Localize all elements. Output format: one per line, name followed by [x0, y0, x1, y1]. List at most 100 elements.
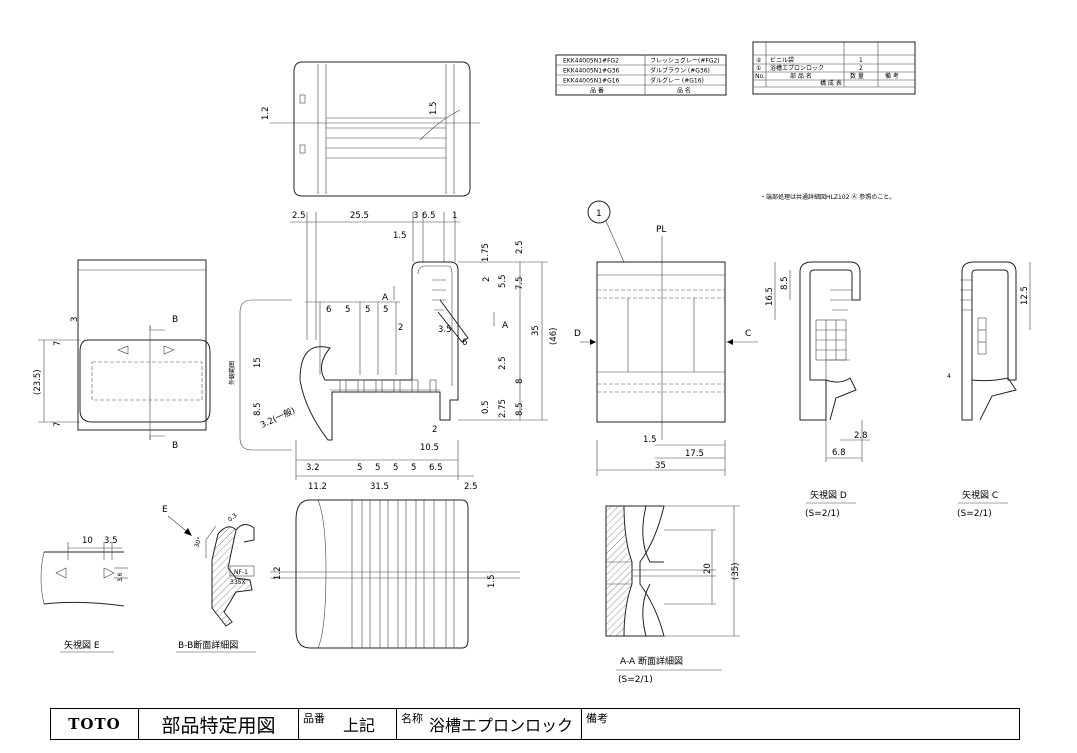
right-view: 1 PL D C 1.5 17.5 35	[574, 200, 758, 476]
name-value: 浴槽エプロンロック	[429, 716, 574, 735]
section-bb: E NF-1 335X 30° 0.3 B-B断面詳細図	[162, 505, 256, 653]
comp-row-1-name: 浴槽エプロンロック	[770, 64, 824, 72]
dim-0-3: 0.3	[227, 512, 239, 524]
dim-6-5-b: 6.5	[429, 463, 443, 473]
dim-1-2-upper: 1.2	[261, 106, 271, 120]
marker-b-top: B	[172, 315, 178, 325]
dim-7-left-b: 7	[53, 422, 63, 427]
parts-footer-no: 品 番	[590, 88, 604, 95]
title-block: TOTO 部品特定用図 品番 上記 名称 浴槽エプロンロック 備考	[50, 708, 1020, 740]
dim-3-left: 3	[70, 317, 80, 322]
dim-3-5-b: 3.5	[104, 536, 118, 546]
dim-11-2: 11.2	[308, 482, 327, 492]
dim-1-top: 1	[452, 211, 457, 221]
dim-4: 4	[947, 373, 951, 380]
dim-5-b: 5	[365, 305, 370, 315]
dim-8-5-b: 8.5	[515, 402, 525, 416]
label-appearance-range: 外観範囲	[228, 361, 236, 385]
label-scale-aa: (S=2/1)	[618, 675, 653, 685]
dim-7-left-a: 7	[53, 341, 63, 346]
comp-header-no: No.	[755, 73, 765, 80]
parts-row-1-no: EKK44005N1#FG2	[563, 58, 619, 65]
remarks-label: 備考	[586, 712, 608, 725]
comp-header-qty: 数 量	[850, 72, 864, 80]
dim-8-5-c: 8.5	[780, 276, 790, 290]
view-c: 12.5 4 矢視図 C (S=2/1)	[947, 261, 1031, 519]
parts-row-2-name: ダルブラウン (#G36)	[650, 67, 710, 75]
parts-footer-name: 品 名	[677, 87, 691, 95]
label-view-d: 矢視図 D	[810, 489, 847, 501]
name-label: 名称	[401, 712, 423, 725]
label-view-e: 矢視図 E	[64, 639, 100, 651]
dim-1-5-c: 1.5	[643, 435, 657, 445]
dim-6-a: 6	[326, 305, 331, 315]
dim-20: 20	[703, 563, 713, 574]
parts-row-3-name: ダルグレー (#G16)	[650, 77, 704, 85]
balloon-1: 1	[596, 209, 602, 219]
marker-a-top: A	[382, 293, 389, 303]
dim-5-d: 5	[357, 463, 362, 473]
top-view-upper: 1.2 1.5	[261, 61, 480, 197]
marker-a-bottom: A	[502, 321, 509, 331]
parts-table: EKK44005N1#FG2 フレッシュグレー(#FG2) EKK44005N1…	[555, 54, 727, 96]
dim-2-c: 2	[432, 425, 437, 435]
dim-5-5: 5.5	[498, 274, 508, 288]
part-number-value: 上記	[343, 716, 376, 735]
processing-note: ・端部処理は共通詳細図HLZ102 Ⓐ 参照のこと。	[760, 193, 895, 201]
dim-1-75: 1.75	[481, 243, 491, 262]
front-view-left: (23.5) 7 7 3 B B	[33, 259, 211, 451]
label-view-c: 矢視図 C	[962, 489, 998, 501]
parts-row-2-no: EKK44005N1#G36	[563, 68, 620, 75]
dim-6-b: 6	[462, 338, 467, 348]
dim-8-5-a: 8.5	[253, 402, 263, 416]
dim-1-5-upper: 1.5	[429, 101, 439, 115]
dim-2-5-b: 2.5	[515, 240, 525, 254]
dim-5-f: 5	[393, 463, 398, 473]
parts-row-3-no: EKK44005N1#G16	[563, 78, 620, 85]
dim-5-e: 5	[375, 463, 380, 473]
dim-12-5: 12.5	[1020, 286, 1030, 305]
main-section-view: 2.5 25.5 3 6.5 1 1.5 1.75 2.5 5.5 7.5 2 …	[228, 211, 559, 492]
view-d: 16.5 8.5 2.8 6.8 矢視図 D (S=2/1)	[765, 261, 870, 519]
part-number-label: 品番	[303, 712, 325, 725]
dim-35-a: 35	[531, 325, 541, 336]
dim-3-2: 3.2	[306, 463, 320, 473]
comp-footer: 構 成 表	[820, 79, 842, 87]
dim-35-b: 35	[655, 461, 666, 471]
dim-2-b: 2	[398, 323, 403, 333]
comp-row-2-no: ②	[756, 57, 762, 64]
dim-3-6: 3.6	[117, 572, 124, 582]
dim-1-5-a: 1.5	[393, 231, 407, 241]
comp-header-note: 備 考	[885, 72, 899, 80]
dim-15-a: 15	[253, 357, 263, 368]
marker-d: D	[574, 329, 581, 339]
dim-0-5: 0.5	[481, 400, 491, 414]
label-section-aa: A-A 断面詳細図	[620, 655, 683, 667]
dim-10-5: 10.5	[420, 443, 439, 453]
dim-2-75: 2.75	[498, 399, 508, 418]
comp-row-1-qty: 2	[859, 65, 863, 72]
comp-row-2-name: ビニル袋	[770, 56, 794, 64]
dim-6-8: 6.8	[832, 448, 846, 458]
dim-35-c: (35)	[731, 563, 741, 580]
dim-5-c: 5	[383, 305, 388, 315]
dim-25-5: 25.5	[350, 211, 369, 221]
bottom-view-lower: 1.2 1.5	[270, 499, 520, 649]
parts-row-1-name: フレッシュグレー(#FG2)	[650, 57, 720, 65]
dim-23-5: (23.5)	[33, 369, 43, 395]
document-title: 部品特定用図	[139, 709, 299, 739]
name-cell: 名称 浴槽エプロンロック	[397, 709, 582, 739]
dim-46: (46)	[549, 328, 559, 345]
dim-1-5-lower: 1.5	[487, 574, 497, 588]
dim-5-g: 5	[411, 463, 416, 473]
dim-2-8: 2.8	[854, 431, 868, 441]
remarks-cell: 備考	[582, 709, 1019, 739]
label-section-bb: B-B断面詳細図	[178, 639, 238, 651]
dim-30deg: 30°	[193, 536, 203, 548]
label-scale-d: (S=2/1)	[805, 509, 840, 519]
marker-b-bottom: B	[172, 441, 178, 451]
dim-7-5: 7.5	[515, 276, 525, 290]
dim-3-2-r: 3.2(一般)	[259, 405, 297, 431]
dim-5-a: 5	[345, 305, 350, 315]
